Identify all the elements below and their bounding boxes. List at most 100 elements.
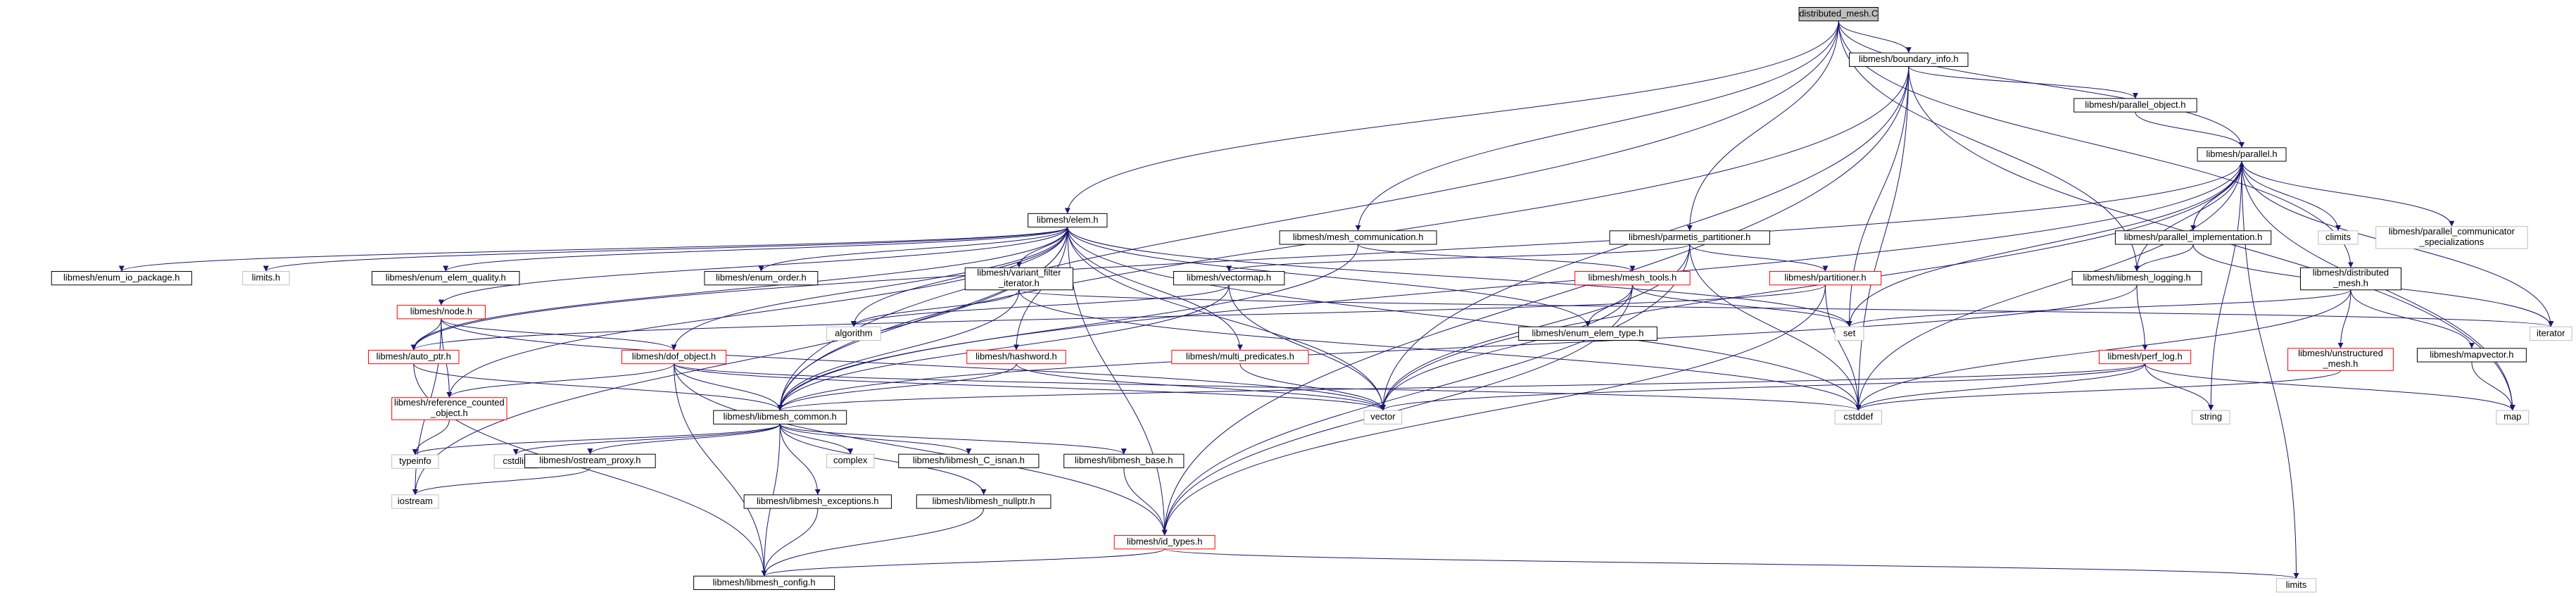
edge-root-to-elem bbox=[1064, 20, 1839, 214]
node-box-reference_counted_object bbox=[391, 397, 507, 420]
node-box-partitioner bbox=[1769, 271, 1882, 286]
node-root[interactable]: distributed_mesh.C bbox=[1798, 6, 1879, 22]
edge-libmesh_common-to-typeinfo bbox=[412, 423, 781, 455]
edge-parallel-to-climits bbox=[2241, 161, 2342, 231]
edge-libmesh_logging-to-libmesh_common bbox=[777, 284, 2138, 411]
node-unstructured_mesh[interactable]: libmesh/unstructured_mesh.h bbox=[2287, 348, 2394, 371]
node-libmesh_base[interactable]: libmesh/libmesh_base.h bbox=[1063, 453, 1185, 468]
node-mesh_tools[interactable]: libmesh/mesh_tools.h bbox=[1574, 271, 1691, 286]
node-label-vector: vector bbox=[1370, 411, 1396, 422]
node-mesh_communication[interactable]: libmesh/mesh_communication.h bbox=[1279, 230, 1437, 245]
edge-variant_filter_iterator-to-iterator bbox=[1018, 289, 2553, 327]
node-dof_object[interactable]: libmesh/dof_object.h bbox=[621, 349, 727, 365]
edge-parmetis_partitioner-to-cstddef bbox=[1689, 244, 1862, 411]
node-label-parallel_object: libmesh/parallel_object.h bbox=[2085, 99, 2185, 110]
node-enum_order[interactable]: libmesh/enum_order.h bbox=[704, 271, 819, 286]
node-enum_elem_type[interactable]: libmesh/enum_elem_type.h bbox=[1518, 326, 1658, 341]
node-multi_predicates[interactable]: libmesh/multi_predicates.h bbox=[1171, 349, 1309, 365]
node-c_isnan[interactable]: libmesh/libmesh_C_isnan.h bbox=[898, 453, 1040, 468]
edge-parallel_implementation-to-libmesh_logging bbox=[2134, 244, 2194, 272]
edge-parmetis_partitioner-to-id_types bbox=[1161, 244, 1691, 536]
node-box-vector bbox=[1363, 410, 1403, 425]
node-parallel_object[interactable]: libmesh/parallel_object.h bbox=[2073, 98, 2197, 113]
node-box-string bbox=[2191, 410, 2230, 425]
node-iterator: iterator bbox=[2529, 326, 2572, 341]
edge-libmesh_base-to-id_types bbox=[1123, 467, 1168, 536]
node-algorithm: algorithm bbox=[826, 326, 881, 341]
header-nodes: distributed_mesh.C libmesh/boundary_info.… bbox=[51, 6, 2572, 593]
edge-dof_object-to-id_types bbox=[674, 363, 1168, 536]
node-label-boundary_info: libmesh/boundary_info.h bbox=[1859, 54, 1959, 64]
edge-boundary_info-to-cstddef bbox=[1855, 66, 1909, 411]
node-parallel[interactable]: libmesh/parallel.h bbox=[2197, 147, 2287, 162]
node-distributed_mesh[interactable]: libmesh/distributed_mesh.h bbox=[2299, 268, 2401, 291]
node-box-libmesh_exceptions bbox=[743, 494, 892, 509]
edge-auto_ptr-to-libmesh_common bbox=[413, 363, 783, 411]
edge-root-to-parmetis_partitioner bbox=[1686, 20, 1839, 231]
node-perf_log[interactable]: libmesh/perf_log.h bbox=[2098, 349, 2192, 365]
node-label-enum_elem_type: libmesh/enum_elem_type.h bbox=[1532, 327, 1644, 338]
node-parallel_implementation[interactable]: libmesh/parallel_implementation.h bbox=[2114, 230, 2272, 245]
node-box-id_types bbox=[1113, 535, 1216, 550]
node-box-elem bbox=[1028, 213, 1108, 228]
edge-distributed_mesh-to-unstructured_mesh bbox=[2337, 289, 2351, 348]
node-node[interactable]: libmesh/node.h bbox=[396, 305, 486, 320]
node-label-elem: libmesh/elem.h bbox=[1037, 214, 1098, 225]
edge-partitioner-to-id_types bbox=[1161, 284, 1826, 536]
edge-parallel-to-libmesh_logging bbox=[2134, 161, 2242, 272]
node-box-root bbox=[1798, 6, 1879, 22]
node-hashword[interactable]: libmesh/hashword.h bbox=[966, 349, 1066, 365]
node-elem[interactable]: libmesh/elem.h bbox=[1028, 213, 1108, 228]
node-label-variant_filter_iterator: _iterator.h bbox=[998, 277, 1040, 288]
node-cstddef: cstddef bbox=[1834, 410, 1883, 425]
edge-dof_object-to-libmesh_common bbox=[674, 363, 783, 411]
node-label-limits_h: limits.h bbox=[252, 272, 280, 283]
edge-node-to-vector bbox=[441, 318, 1386, 411]
node-libmesh_nullptr[interactable]: libmesh/libmesh_nullptr.h bbox=[916, 494, 1052, 509]
edge-perf_log-to-vector bbox=[1380, 363, 2146, 411]
node-box-mesh_communication bbox=[1279, 230, 1437, 245]
node-label-typeinfo: typeinfo bbox=[399, 455, 431, 466]
node-map: map bbox=[2496, 410, 2530, 425]
node-box-cstddef bbox=[1834, 410, 1883, 425]
node-set: set bbox=[1834, 326, 1864, 341]
node-box-typeinfo bbox=[391, 454, 439, 469]
node-boundary_info[interactable]: libmesh/boundary_info.h bbox=[1849, 52, 1969, 67]
node-box-enum_order bbox=[704, 271, 819, 286]
node-libmesh_exceptions[interactable]: libmesh/libmesh_exceptions.h bbox=[743, 494, 892, 509]
node-libmesh_logging[interactable]: libmesh/libmesh_logging.h bbox=[2071, 271, 2202, 286]
node-box-libmesh_nullptr bbox=[916, 494, 1052, 509]
node-parmetis_partitioner[interactable]: libmesh/parmetis_partitioner.h bbox=[1609, 230, 1770, 245]
node-enum_io_package[interactable]: libmesh/enum_io_package.h bbox=[51, 271, 192, 286]
node-vectormap[interactable]: libmesh/vectormap.h bbox=[1173, 271, 1285, 286]
node-label-variant_filter_iterator: libmesh/variant_filter bbox=[977, 268, 1061, 278]
edge-perf_log-to-cstddef bbox=[1855, 363, 2146, 411]
node-auto_ptr[interactable]: libmesh/auto_ptr.h bbox=[367, 349, 460, 365]
edge-parallel_object-to-parallel bbox=[2135, 111, 2245, 148]
node-box-libmesh_config bbox=[693, 575, 835, 591]
node-libmesh_common[interactable]: libmesh/libmesh_common.h bbox=[713, 410, 847, 425]
node-parallel_comm_spec: libmesh/parallel_communicator_specializa… bbox=[2375, 226, 2528, 249]
node-label-complex: complex bbox=[833, 455, 868, 465]
node-id_types[interactable]: libmesh/id_types.h bbox=[1113, 535, 1216, 550]
node-box-iterator bbox=[2529, 326, 2572, 341]
edge-root-to-libmesh_common bbox=[777, 20, 1839, 411]
node-label-cstdlib: cstdlib bbox=[503, 455, 529, 466]
node-partitioner[interactable]: libmesh/partitioner.h bbox=[1769, 271, 1882, 286]
node-reference_counted_object[interactable]: libmesh/reference_counted_object.h bbox=[391, 397, 507, 420]
node-mapvector[interactable]: libmesh/mapvector.h bbox=[2416, 348, 2527, 363]
edge-mesh_tools-to-set bbox=[1631, 284, 1852, 327]
node-ostream_proxy[interactable]: libmesh/ostream_proxy.h bbox=[524, 453, 656, 468]
edge-variant_filter_iterator-to-cstddef bbox=[1018, 289, 1862, 411]
node-libmesh_config[interactable]: libmesh/libmesh_config.h bbox=[693, 575, 835, 591]
node-label-perf_log: libmesh/perf_log.h bbox=[2107, 351, 2182, 361]
node-box-set bbox=[1834, 326, 1864, 341]
edge-id_types-to-limits bbox=[1164, 548, 2299, 579]
node-label-distributed_mesh: _mesh.h bbox=[2332, 277, 2368, 288]
edge-boundary_info-to-id_types bbox=[1161, 66, 1909, 536]
node-label-enum_order: libmesh/enum_order.h bbox=[716, 272, 807, 283]
node-enum_elem_quality[interactable]: libmesh/enum_elem_quality.h bbox=[372, 271, 520, 286]
node-variant_filter_iterator[interactable]: libmesh/variant_filter_iterator.h bbox=[964, 268, 1073, 291]
edge-dof_object-to-vector bbox=[674, 363, 1386, 411]
edge-libmesh_common-to-libmesh_nullptr bbox=[779, 424, 987, 495]
